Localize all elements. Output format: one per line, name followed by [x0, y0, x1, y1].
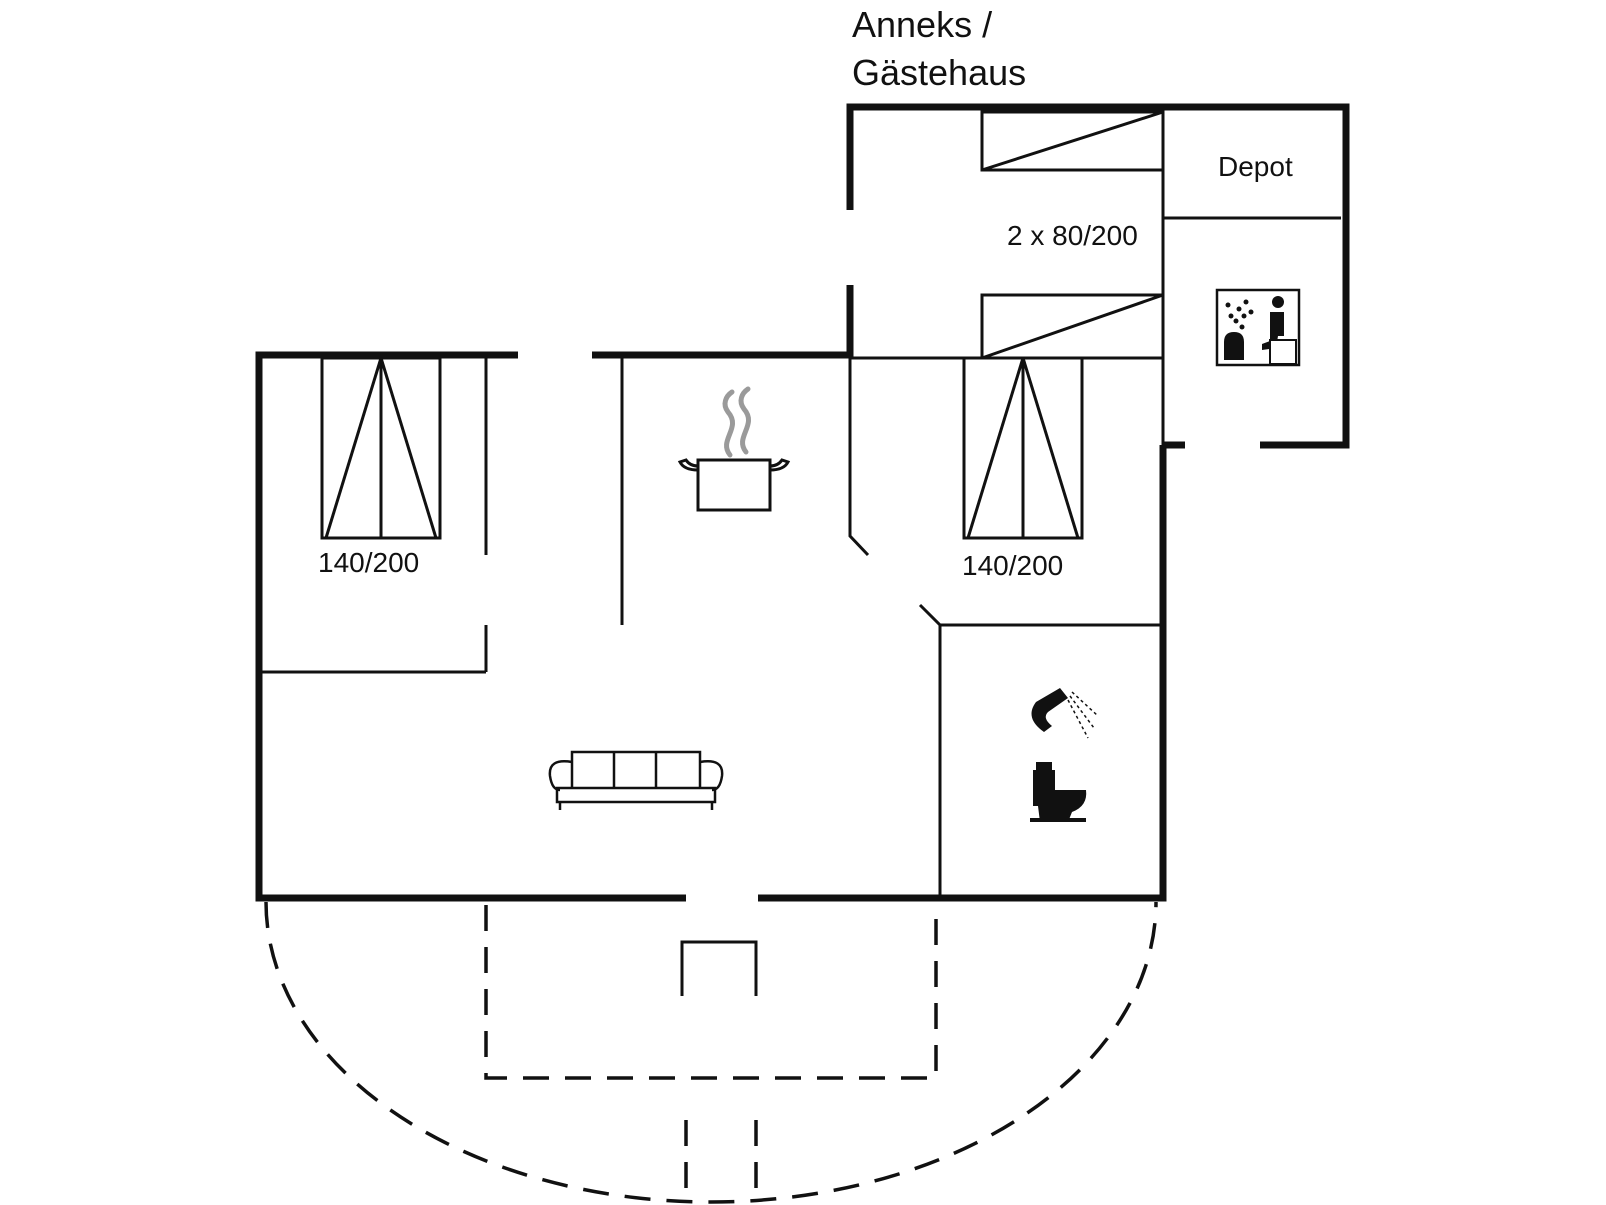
annex-beds-label: 2 x 80/200 [1007, 220, 1138, 251]
sauna-icon [1215, 288, 1301, 367]
depot-label: Depot [1218, 151, 1293, 182]
terrace-outline [264, 901, 1158, 1204]
shower-icon [1031, 688, 1099, 739]
bed-right-label: 140/200 [962, 550, 1063, 581]
toilet-icon [1030, 762, 1087, 822]
entrance-step [680, 940, 758, 996]
interior-walls [262, 112, 1341, 895]
double-bed-left [320, 356, 442, 540]
annex-title-line2: Gästehaus [852, 52, 1026, 93]
cooking-pot-icon [677, 386, 791, 512]
bed-left-label: 140/200 [318, 547, 419, 578]
annex-title-line1: Anneks / [852, 4, 992, 45]
sofa-icon [548, 750, 724, 810]
double-bed-right [962, 356, 1084, 540]
outer-walls [255, 103, 1350, 902]
